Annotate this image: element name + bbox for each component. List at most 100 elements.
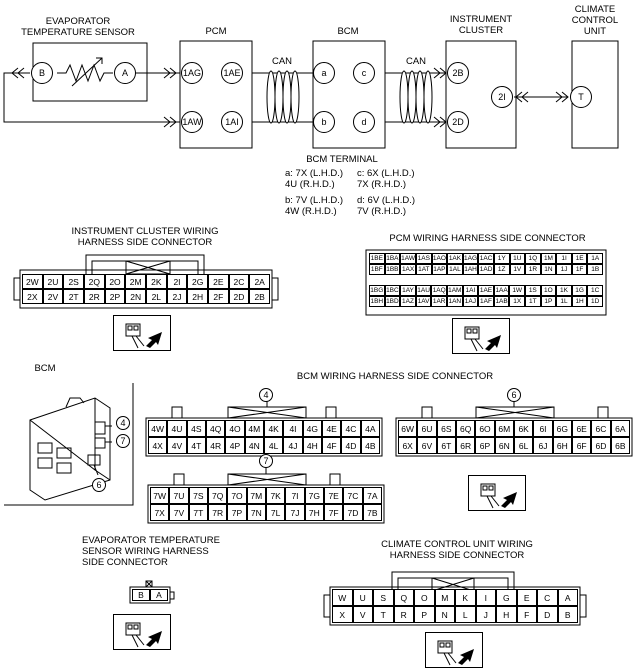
evap-pin-b: B	[31, 62, 53, 84]
connector-pin: 6M	[494, 420, 514, 437]
connector-pin: J	[475, 606, 496, 623]
connector-pin: 6H	[552, 437, 572, 454]
connector-pin: 6O	[475, 420, 495, 437]
connector-pin: 1AZ	[400, 296, 416, 307]
connector-pin: 2J	[166, 289, 188, 304]
cluster-title: INSTRUMENT CLUSTER	[449, 14, 513, 36]
connector-pin: 2H	[187, 289, 208, 304]
connector-pin: 7J	[285, 504, 305, 521]
climate-title: CLIMATE CONTROL UNIT	[571, 4, 619, 37]
connector-pin: 7O	[227, 487, 247, 504]
connector-pin: 6J	[533, 437, 553, 454]
evap-pin-a: A	[114, 62, 136, 84]
connector-pin: 2S	[63, 274, 84, 289]
harness-connector-icon	[452, 318, 510, 354]
connector-pin: 6F	[572, 437, 592, 454]
connector-pin: 1H	[571, 296, 588, 307]
connector-pin: 1L	[556, 296, 572, 307]
connector-pin: 4N	[244, 437, 264, 454]
connector-pin: 4E	[322, 420, 342, 437]
cluster-pin-2d: 2D	[447, 111, 469, 133]
connector-pin: 2F	[207, 289, 229, 304]
bcm-title: BCM	[337, 26, 359, 37]
connector-pin: G	[496, 589, 517, 606]
connector-pin: 7K	[266, 487, 286, 504]
connector-pin: 1O	[540, 285, 557, 296]
connector-pin: 1BD	[384, 296, 401, 307]
connector-pin: 2Q	[83, 274, 105, 289]
connector-pin: 7A	[362, 487, 382, 504]
connector-pin: 1BA	[384, 253, 401, 264]
connector-pin: 1AX	[400, 264, 417, 275]
connector-pin: 4H	[302, 437, 322, 454]
connector-pin: 4S	[186, 420, 206, 437]
connector-pin: 1AR	[431, 296, 447, 307]
connector-pin: 7C	[343, 487, 363, 504]
connector-pin: 1A	[587, 253, 603, 264]
connector-pin: 4A	[360, 420, 380, 437]
connector-pin: K	[455, 589, 476, 606]
connector-pin: H	[496, 606, 517, 623]
connector-pin: U	[352, 589, 373, 606]
connector-pin: 7X	[150, 504, 170, 521]
connector-pin: 1AN	[447, 296, 463, 307]
connector-pin: 1AG	[462, 253, 479, 264]
connector-pin: 1U	[509, 253, 526, 264]
connector-pin: 2N	[125, 289, 146, 304]
connector-pin: 1D	[587, 296, 603, 307]
connector-pin: 7S	[188, 487, 208, 504]
connector-pin: 2V	[42, 289, 64, 304]
pcm-pin-1aw: 1AW	[181, 111, 203, 133]
bcm-callout-4: 4	[116, 416, 130, 430]
connector-pin: 1BH	[369, 296, 385, 307]
connector-pin: 2K	[145, 274, 167, 289]
connector-pin: 4P	[225, 437, 245, 454]
bcm-terminal-b: b: 7V (L.H.D.) 4W (R.H.D.)	[285, 195, 344, 217]
connector-pin: 1AM	[447, 285, 463, 296]
connector-pin: E	[516, 589, 537, 606]
connector-pin: 4R	[206, 437, 226, 454]
connector-pin: 4G	[302, 420, 322, 437]
connector-pin: 1AS	[416, 253, 432, 264]
connector-pin: 6G	[552, 420, 572, 437]
bcm-terminal-a: a: 7X (L.H.D.) 4U (R.H.D.)	[285, 168, 344, 190]
harness-connector-icon	[113, 315, 171, 351]
connector-pin: Q	[393, 589, 414, 606]
connector-pin: 1AB	[493, 296, 510, 307]
connector-pin: 1AL	[447, 264, 463, 275]
bcm-callout-7: 7	[116, 434, 130, 448]
connector-pin: 4Q	[206, 420, 226, 437]
connector-pin: 7G	[304, 487, 324, 504]
connector-pin: 1AU	[415, 285, 432, 296]
evap-sensor-title: EVAPORATOR TEMPERATURE SENSOR	[21, 16, 135, 38]
connector-pin: C	[537, 589, 558, 606]
connector-pin: 6D	[591, 437, 611, 454]
connector-pin: 7L	[266, 504, 286, 521]
connector-pin: 2T	[63, 289, 84, 304]
connector-pin: 2X	[22, 289, 43, 304]
cluster-pin-2i: 2I	[491, 86, 513, 108]
bcm-pin-a: a	[313, 62, 335, 84]
connector-pin: V	[352, 606, 373, 623]
bcm-pin-c: c	[353, 62, 375, 84]
bcm-terminal-d: d: 6V (L.H.D.) 7V (R.H.D.)	[357, 195, 416, 217]
connector-pin: 7M	[246, 487, 266, 504]
connector-pin: 1P	[540, 296, 557, 307]
connector-pin: 1AV	[415, 296, 432, 307]
connector-pin: 7I	[285, 487, 305, 504]
connector-pin: 1W	[509, 285, 525, 296]
pcm-pin-1ae: 1AE	[221, 62, 243, 84]
bcm-pin-b: b	[313, 111, 335, 133]
bcm-pin-d: d	[353, 111, 375, 133]
connector-pin: 1M	[540, 253, 557, 264]
connector-pin: 2G	[187, 274, 208, 289]
pcm-connector-title: PCM WIRING HARNESS SIDE CONNECTOR	[389, 233, 586, 244]
connector-pin: 4J	[283, 437, 303, 454]
connector-pin: 4W	[148, 420, 168, 437]
connector-pin: 6V	[417, 437, 437, 454]
connector-pin: 6U	[417, 420, 437, 437]
connector-pin: 1S	[525, 285, 541, 296]
